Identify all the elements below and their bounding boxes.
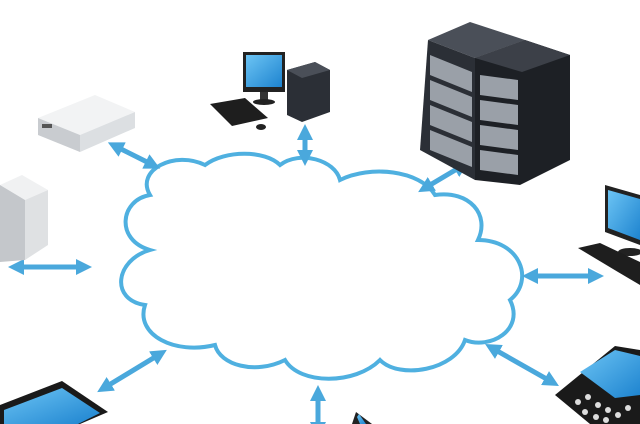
cloud-icon [119, 151, 525, 381]
laptop-icon [352, 412, 372, 424]
monitor-icon [578, 185, 640, 285]
server-box-icon [0, 175, 48, 262]
arrow-blackberry [485, 344, 559, 386]
desktop-computer-icon [210, 52, 330, 130]
blackberry-phone-icon [555, 346, 640, 424]
smartphone-icon [0, 381, 108, 424]
router-icon [38, 95, 135, 152]
arrow-router [107, 142, 161, 169]
arrow-server-rack [418, 161, 469, 193]
server-rack-icon [420, 22, 570, 185]
arrow-smartphone [97, 349, 167, 393]
